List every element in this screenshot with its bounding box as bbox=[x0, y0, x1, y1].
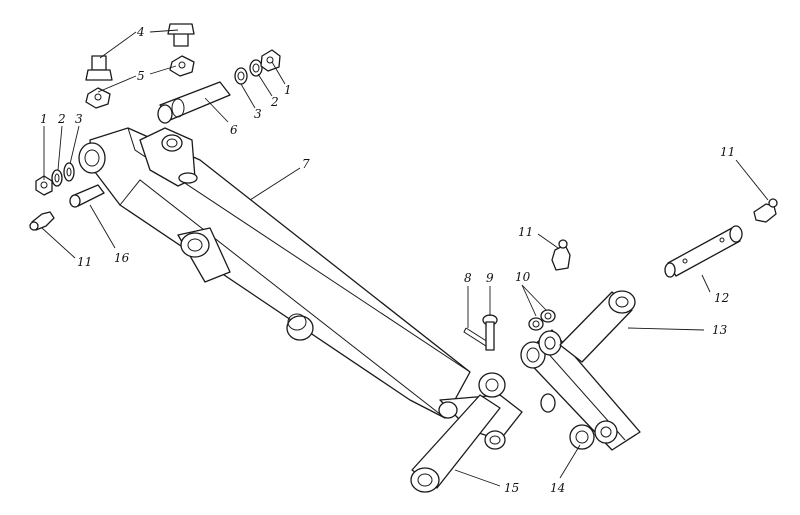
callout-16: 16 bbox=[114, 251, 130, 265]
link-15 bbox=[410, 394, 501, 493]
link-13 bbox=[559, 290, 636, 363]
leader-lines bbox=[41, 29, 769, 487]
callout-15: 15 bbox=[504, 481, 519, 495]
pin-9 bbox=[482, 314, 498, 351]
callout-9: 9 bbox=[486, 271, 494, 285]
callout-3-left: 3 bbox=[75, 112, 83, 126]
grease-fittings-11 bbox=[29, 198, 778, 271]
callout-11-right: 11 bbox=[720, 145, 735, 159]
fasteners-left bbox=[35, 162, 75, 196]
callout-labels: 4 5 1 2 3 6 1 2 3 7 11 16 11 11 8 9 10 1… bbox=[40, 25, 735, 495]
washers-10 bbox=[528, 309, 556, 331]
callout-11-left: 11 bbox=[77, 255, 92, 269]
callout-14: 14 bbox=[550, 481, 565, 495]
link-14 bbox=[520, 329, 641, 451]
cotter-pin-8 bbox=[463, 327, 489, 347]
callout-3-upper: 3 bbox=[254, 107, 262, 121]
pin-6 bbox=[157, 81, 231, 124]
callout-13: 13 bbox=[712, 323, 728, 337]
callout-7: 7 bbox=[302, 157, 310, 171]
callout-2-left: 2 bbox=[57, 112, 66, 126]
fasteners-upper bbox=[234, 49, 281, 85]
callout-12: 12 bbox=[714, 291, 729, 305]
callout-1-upper: 1 bbox=[284, 83, 292, 97]
callout-5: 5 bbox=[137, 69, 145, 83]
callout-1-left: 1 bbox=[40, 112, 48, 126]
callout-4: 4 bbox=[136, 25, 145, 39]
callout-8: 8 bbox=[464, 271, 472, 285]
pin-12 bbox=[664, 225, 743, 278]
pin-16 bbox=[69, 184, 105, 208]
callout-2-upper: 2 bbox=[270, 95, 279, 109]
nuts-5 bbox=[85, 55, 195, 109]
callout-10: 10 bbox=[515, 270, 531, 284]
main-arm bbox=[78, 127, 523, 450]
callout-6: 6 bbox=[230, 123, 238, 137]
callout-11-middle: 11 bbox=[518, 225, 533, 239]
